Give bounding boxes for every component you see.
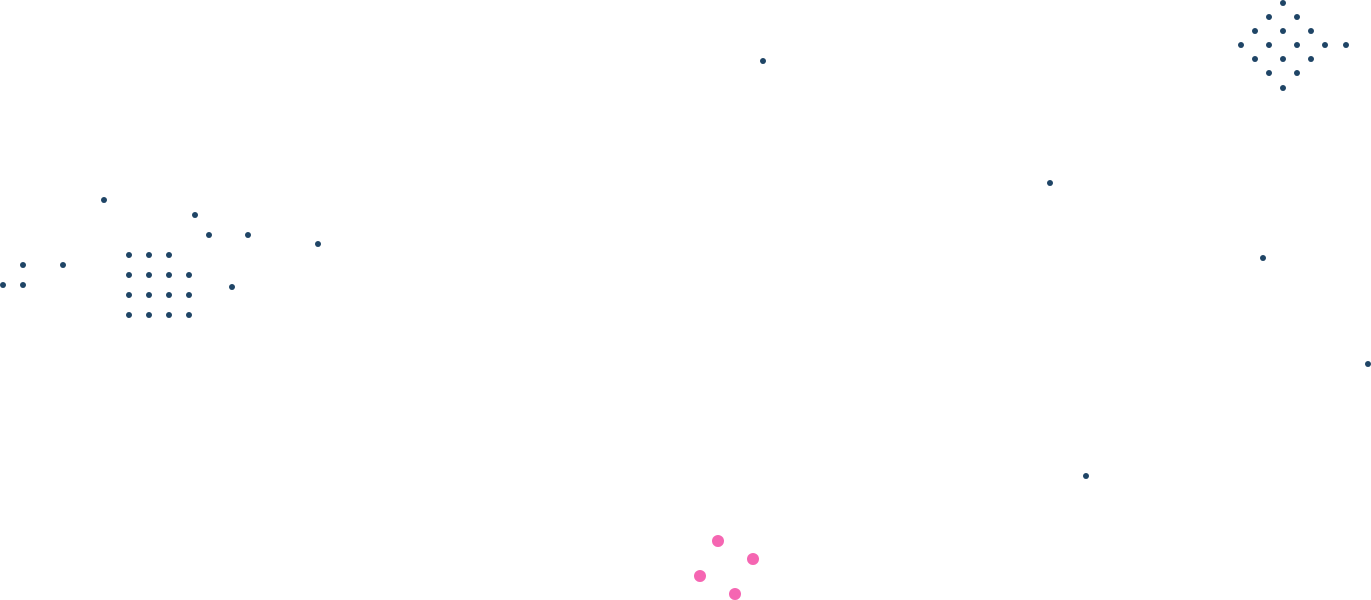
dot (1294, 14, 1300, 20)
dot (186, 292, 192, 298)
dot (1083, 473, 1089, 479)
dot (192, 212, 198, 218)
dot (186, 272, 192, 278)
dot (712, 535, 724, 547)
dot (729, 588, 741, 600)
dot (1266, 42, 1272, 48)
dot (760, 58, 766, 64)
scattered-dots (760, 58, 1371, 479)
dot (126, 252, 132, 258)
bottom-pink-dot-cluster (694, 535, 759, 600)
dot (166, 312, 172, 318)
dot (1266, 14, 1272, 20)
dot (126, 292, 132, 298)
dot (229, 284, 235, 290)
dot (694, 570, 706, 582)
dot (146, 272, 152, 278)
dot (1280, 0, 1286, 6)
dot (206, 232, 212, 238)
dot (1365, 361, 1371, 367)
dot (1280, 56, 1286, 62)
dot (245, 232, 251, 238)
dot (146, 292, 152, 298)
dot (1294, 42, 1300, 48)
top-right-dot-diamond-cluster (1238, 0, 1349, 91)
dot (1322, 42, 1328, 48)
dot (1308, 56, 1314, 62)
dot (1308, 28, 1314, 34)
dot (166, 292, 172, 298)
dot (166, 272, 172, 278)
dot (1252, 28, 1258, 34)
dot (60, 262, 66, 268)
dot (1047, 180, 1053, 186)
dot (315, 241, 321, 247)
dot (126, 272, 132, 278)
dot (166, 252, 172, 258)
dot (20, 282, 26, 288)
dot (1238, 42, 1244, 48)
dot (1266, 70, 1272, 76)
dot (146, 252, 152, 258)
dot (1280, 28, 1286, 34)
dot (101, 197, 107, 203)
dot (1260, 255, 1266, 261)
dot (1294, 70, 1300, 76)
dot (1280, 85, 1286, 91)
left-dot-grid-cluster (0, 197, 321, 318)
dot (747, 553, 759, 565)
dot (146, 312, 152, 318)
dot (0, 282, 6, 288)
dot (126, 312, 132, 318)
dot (1343, 42, 1349, 48)
dot (1252, 56, 1258, 62)
dot (20, 262, 26, 268)
dot (186, 312, 192, 318)
